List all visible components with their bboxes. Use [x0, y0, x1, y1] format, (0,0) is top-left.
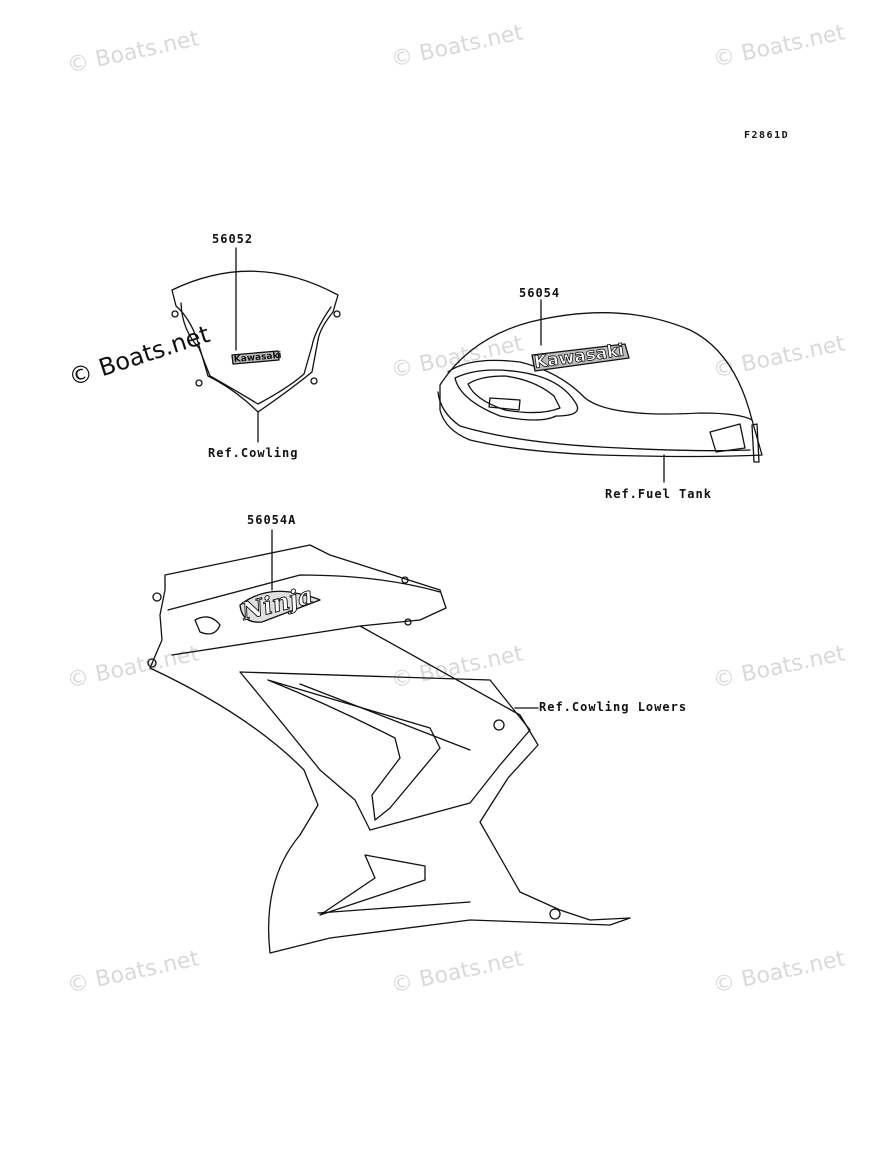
windscreen-decal-text: Kawasaki — [233, 351, 282, 365]
part-number-56054A: 56054A — [247, 513, 297, 527]
cowling-decal-text: Ninja — [237, 580, 316, 626]
part-number-56054: 56054 — [519, 286, 561, 300]
tank-decal-text: Kawasaki — [533, 341, 625, 373]
reference-cowling: Ref.Cowling — [208, 446, 299, 460]
cowling-drawing — [147, 529, 631, 954]
fuel-tank-drawing — [437, 299, 763, 483]
windscreen-drawing — [171, 247, 341, 443]
part-number-56052: 56052 — [212, 232, 254, 246]
reference-fuel-tank: Ref.Fuel Tank — [605, 487, 712, 501]
figure-code: F2861D — [744, 130, 790, 141]
reference-cowling-lowers: Ref.Cowling Lowers — [539, 700, 688, 714]
